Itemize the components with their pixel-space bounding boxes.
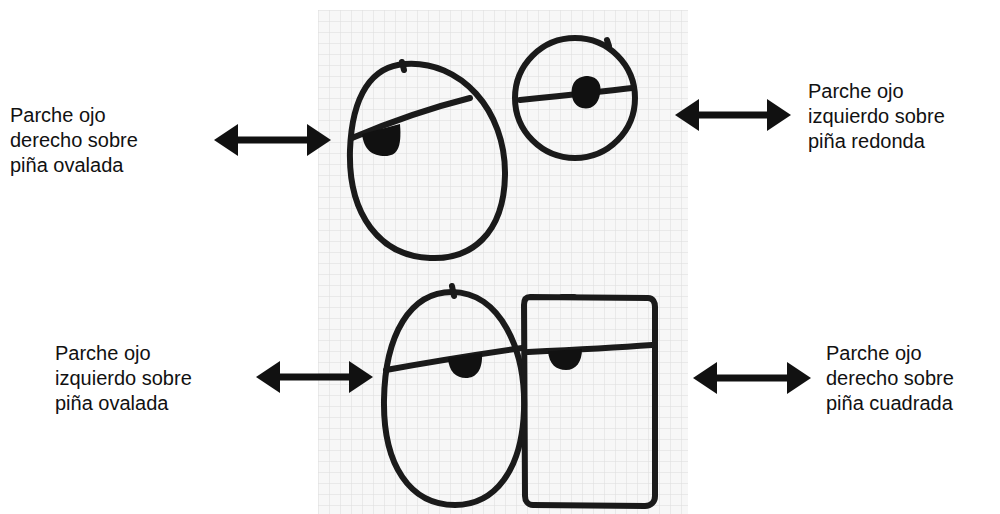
eye-patch xyxy=(548,349,582,370)
double-arrow xyxy=(256,361,373,393)
stem xyxy=(607,40,609,46)
double-arrow xyxy=(693,362,811,394)
oval-pineapple xyxy=(350,64,505,258)
callout-label: Parche ojo izquierdo sobre piña redonda xyxy=(808,79,958,154)
stem xyxy=(452,286,454,296)
grid-lines xyxy=(318,10,688,514)
patch-strap xyxy=(528,345,652,352)
callout-label: Parche ojo izquierdo sobre piña ovalada xyxy=(55,341,205,416)
square-pineapple xyxy=(524,297,655,506)
eye-patch xyxy=(448,353,482,378)
callout-label: Parche ojo derecho sobre piña cuadrada xyxy=(826,341,976,416)
stem xyxy=(402,62,404,70)
grid-paper xyxy=(318,10,688,514)
double-arrow xyxy=(675,99,791,131)
eye-patch xyxy=(572,76,601,108)
double-arrow xyxy=(214,124,331,156)
oval-pineapple xyxy=(384,292,524,505)
eye-patch xyxy=(362,124,400,156)
round-pineapple xyxy=(515,38,635,158)
stem xyxy=(562,294,574,300)
callout-label: Parche ojo derecho sobre piña ovalada xyxy=(10,103,160,178)
